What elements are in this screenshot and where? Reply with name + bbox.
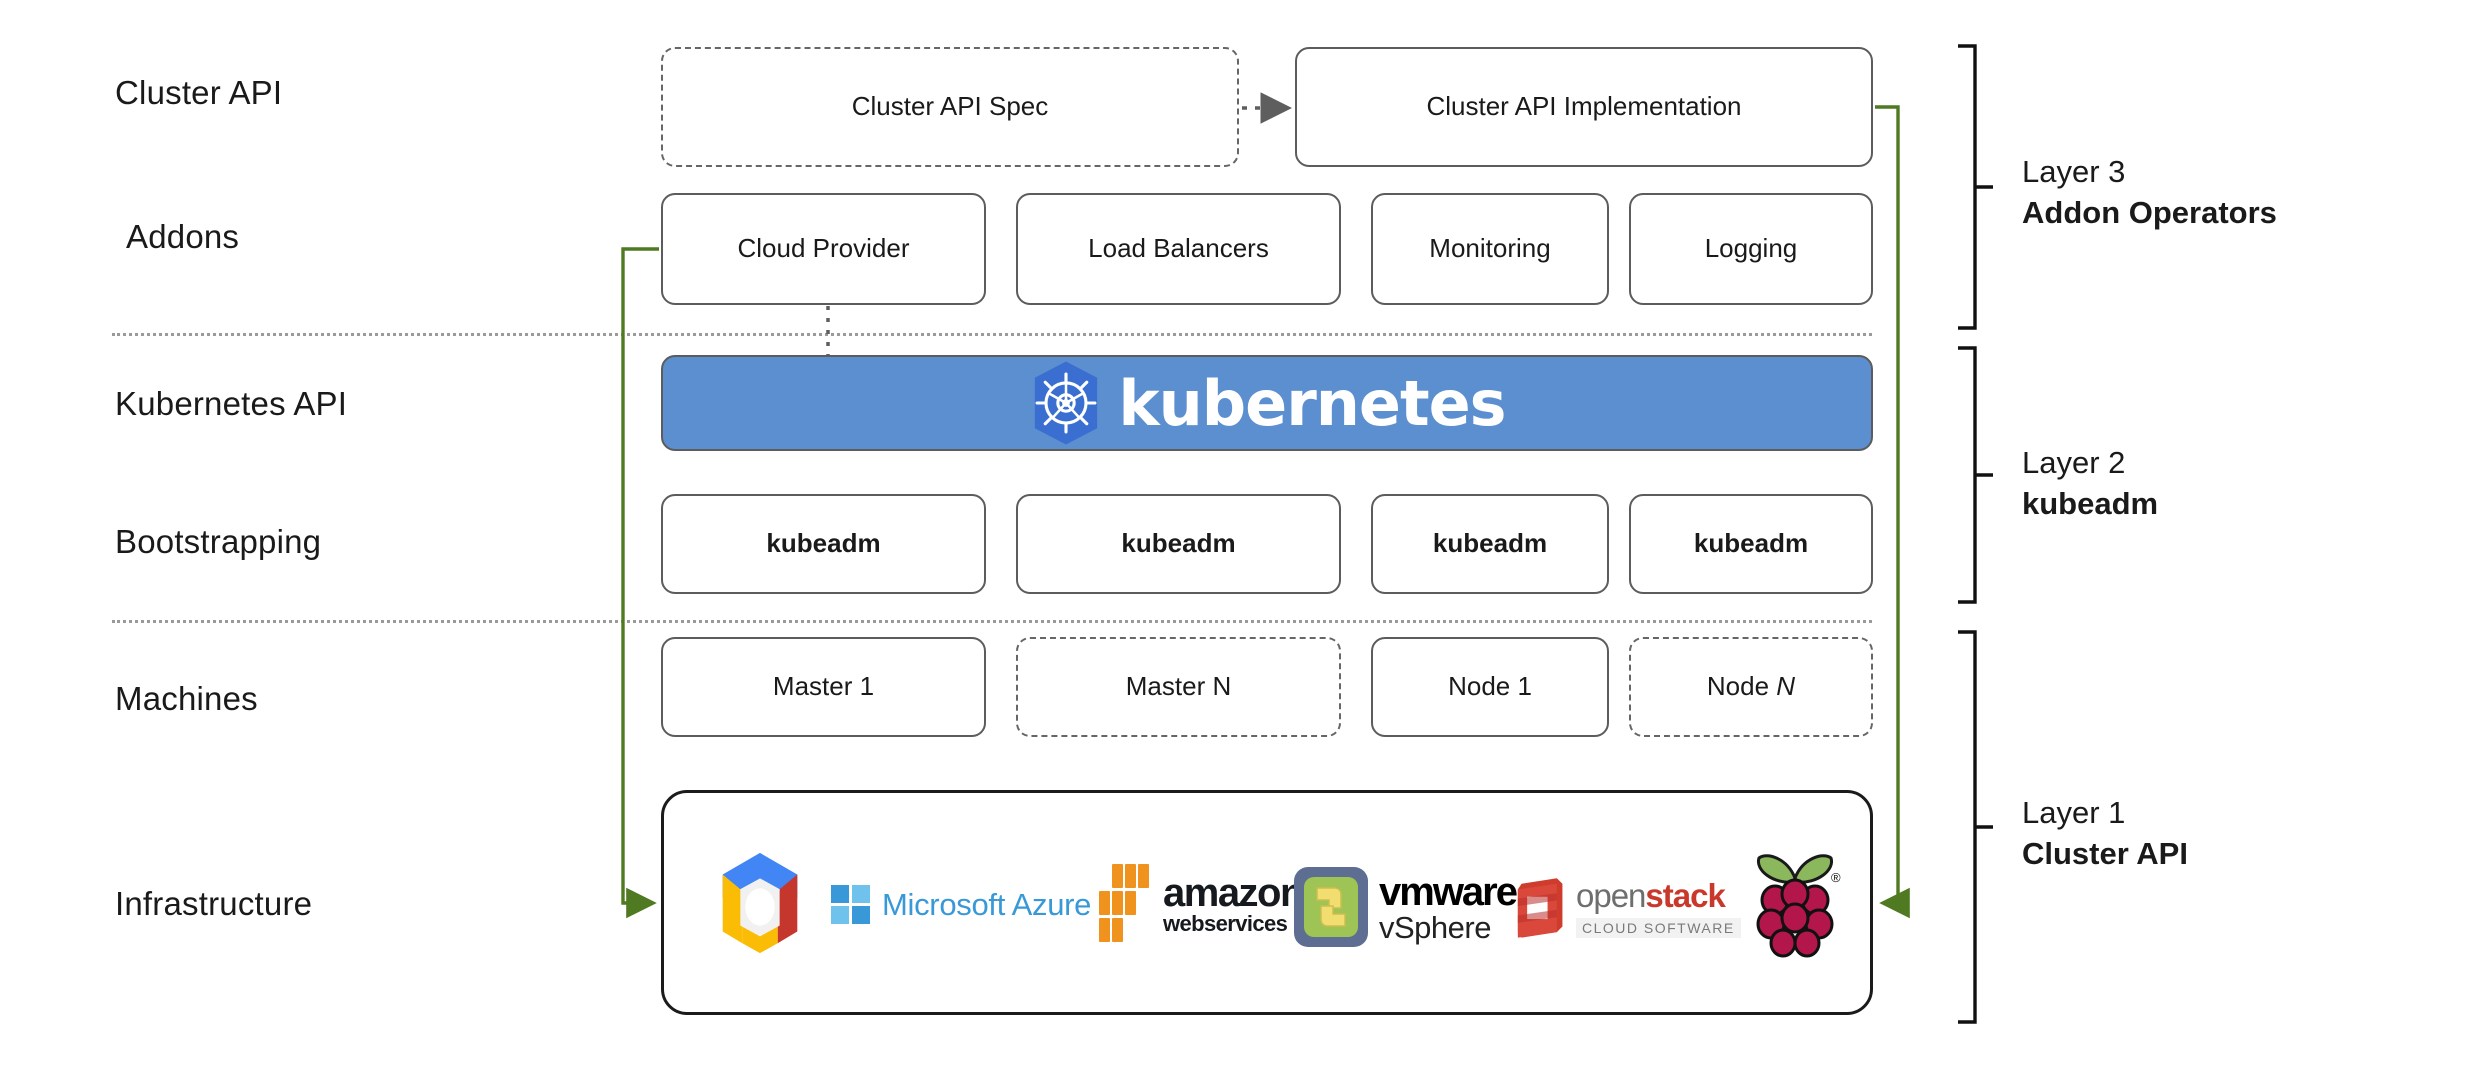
separator-layer2-layer1 <box>112 620 1872 623</box>
openstack-wordmark-top: openstack <box>1576 876 1726 914</box>
kubernetes-wordmark: kubernetes <box>1118 366 1506 440</box>
layer-2-name: kubeadm <box>2022 485 2159 521</box>
cloudprovider-to-infrastructure-arrow <box>621 247 659 919</box>
separator-layer3-layer2 <box>112 333 1872 336</box>
kubeadm-box-4[interactable]: kubeadm <box>1629 494 1873 594</box>
vmware-wordmark-bottom: vSphere <box>1379 909 1491 945</box>
layer-3-name: Addon Operators <box>2022 194 2277 230</box>
machine-box-master-1[interactable]: Master 1 <box>661 637 986 737</box>
row-label-infrastructure: Infrastructure <box>115 885 313 922</box>
openstack-icon: openstack CLOUD SOFTWARE <box>1516 872 1741 942</box>
vmware-wordmark-top: vmware <box>1379 869 1518 914</box>
kubeadm-box-1[interactable]: kubeadm <box>661 494 986 594</box>
aws-icon: amazon webservices <box>1095 862 1304 946</box>
addon-box-load-balancers[interactable]: Load Balancers <box>1016 193 1341 305</box>
layer1-bracket <box>1958 630 1993 1024</box>
google-cloud-icon <box>700 848 820 958</box>
machine-box-node-1[interactable]: Node 1 <box>1371 637 1609 737</box>
machine-box-node-n[interactable]: Node N <box>1629 637 1873 737</box>
row-label-machines: Machines <box>115 680 258 717</box>
openstack-wordmark: openstack CLOUD SOFTWARE <box>1576 877 1741 938</box>
addon-box-monitoring[interactable]: Monitoring <box>1371 193 1609 305</box>
aws-wordmark: amazon webservices <box>1163 871 1304 936</box>
microsoft-azure-icon: Microsoft Azure <box>830 880 1091 930</box>
row-label-addons: Addons <box>126 218 240 255</box>
layer-1-number: Layer 1 <box>2022 795 2126 830</box>
raspberry-pi-icon: ® <box>1740 848 1850 960</box>
layer-3-number: Layer 3 <box>2022 154 2126 189</box>
microsoft-azure-label: Microsoft Azure <box>882 887 1092 922</box>
cluster-api-implementation-box[interactable]: Cluster API Implementation <box>1295 47 1873 167</box>
machine-box-node-n-index: N <box>1776 671 1796 702</box>
kubernetes-helm-icon <box>1028 360 1104 446</box>
machine-box-node-n-label: Node N <box>1706 671 1796 702</box>
addon-box-logging[interactable]: Logging <box>1629 193 1873 305</box>
openstack-wordmark-bottom: CLOUD SOFTWARE <box>1576 917 1741 938</box>
layer-1-label: Layer 1 Cluster API <box>2022 793 2188 875</box>
layer-2-label: Layer 2 kubeadm <box>2022 443 2158 525</box>
kubeadm-box-2[interactable]: kubeadm <box>1016 494 1341 594</box>
row-label-kubernetes-api: Kubernetes API <box>115 385 348 422</box>
kubeadm-box-3[interactable]: kubeadm <box>1371 494 1609 594</box>
row-label-bootstrapping: Bootstrapping <box>115 523 322 560</box>
layer3-bracket <box>1958 44 1993 330</box>
layer-2-number: Layer 2 <box>2022 445 2126 480</box>
addon-box-cloud-provider[interactable]: Cloud Provider <box>661 193 986 305</box>
aws-wordmark-bottom: webservices <box>1163 910 1288 936</box>
kubernetes-banner[interactable]: kubernetes <box>661 355 1873 451</box>
layer-1-name: Cluster API <box>2022 835 2188 871</box>
machine-box-master-n[interactable]: Master N <box>1016 637 1341 737</box>
svg-text:®: ® <box>1831 870 1841 885</box>
vmware-wordmark: vmware vSphere <box>1379 869 1518 945</box>
layer2-bracket <box>1958 346 1993 604</box>
vmware-icon: vmware vSphere <box>1293 866 1518 948</box>
implementation-to-infrastructure-arrow <box>1875 105 1910 919</box>
cluster-api-spec-box[interactable]: Cluster API Spec <box>661 47 1239 167</box>
layer-3-label: Layer 3 Addon Operators <box>2022 152 2277 234</box>
row-label-cluster-api: Cluster API <box>115 74 283 111</box>
aws-wordmark-top: amazon <box>1163 871 1304 916</box>
